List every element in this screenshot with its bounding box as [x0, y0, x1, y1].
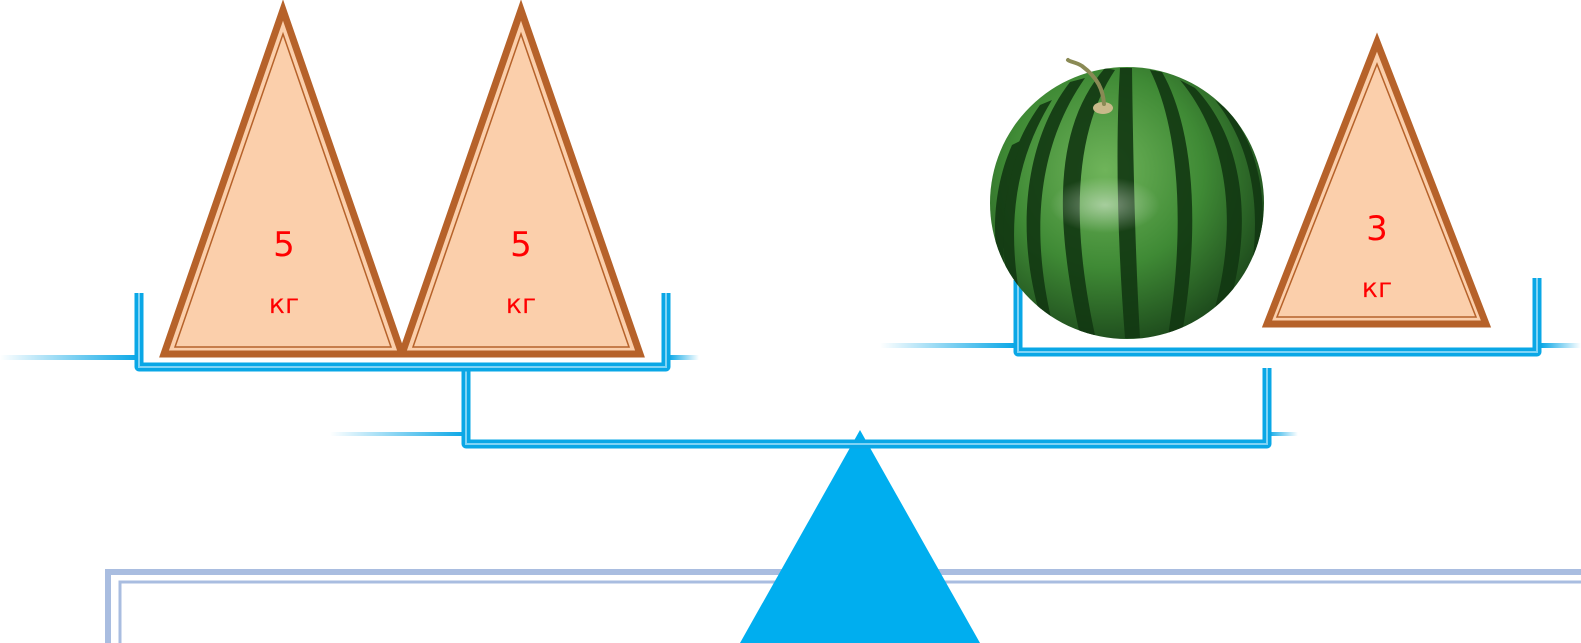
weight-left-2: 5 кг	[402, 10, 640, 354]
weight-right-1-value: 3	[1366, 209, 1388, 249]
fulcrum-triangle	[740, 430, 980, 643]
weight-right-1: 3 кг	[1267, 42, 1486, 324]
weight-left-2-value: 5	[510, 225, 532, 265]
weight-left-1-unit: кг	[269, 289, 300, 320]
main-beam	[330, 368, 1298, 444]
weight-left-2-unit: кг	[506, 289, 537, 320]
weight-right-1-unit: кг	[1362, 273, 1393, 304]
weight-left-1-value: 5	[273, 225, 295, 265]
watermelon-icon	[990, 60, 1264, 339]
weight-left-1: 5 кг	[164, 10, 402, 354]
